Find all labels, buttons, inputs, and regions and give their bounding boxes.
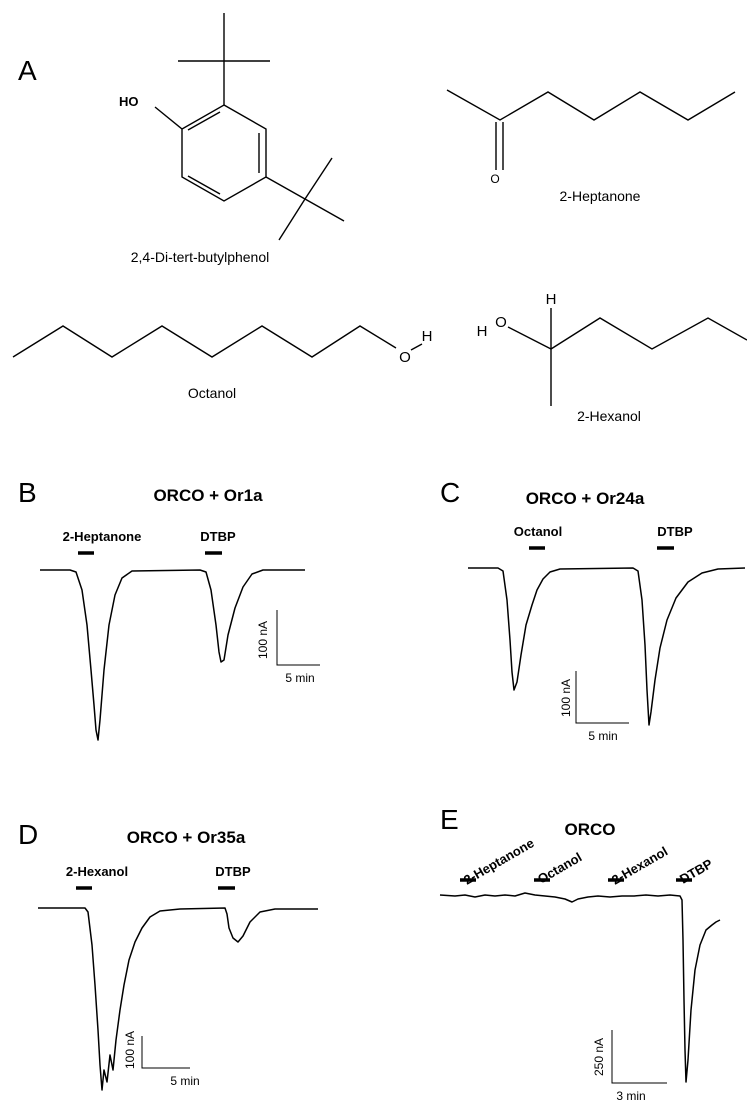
panel-e-scale-x: 3 min	[616, 1089, 645, 1103]
panel-c-stim-2: DTBP	[657, 524, 693, 539]
dtbp-structure	[154, 13, 345, 241]
panel-b-scale-x: 5 min	[285, 671, 314, 685]
panel-c-letter: C	[440, 477, 460, 508]
panel-b-title: ORCO + Or1a	[153, 486, 263, 505]
panel-d-stim-1: 2-Hexanol	[66, 864, 128, 879]
panel-d-stim-2: DTBP	[215, 864, 251, 879]
panel-d-scale-y: 100 nA	[123, 1031, 137, 1069]
panel-c-scale-x: 5 min	[588, 729, 617, 743]
octanol-name: Octanol	[188, 385, 236, 401]
panel-c-title: ORCO + Or24a	[526, 489, 645, 508]
panel-e-scale-y: 250 nA	[592, 1038, 606, 1076]
hexanol-atom-h-top: H	[546, 291, 557, 308]
panel-b-stim-2: DTBP	[200, 529, 236, 544]
panel-d-title: ORCO + Or35a	[127, 828, 246, 847]
panel-d-scale-x: 5 min	[170, 1074, 199, 1088]
octanol-structure	[12, 325, 423, 358]
panel-c-scale-bar	[575, 671, 629, 724]
panel-d-scale-bar	[141, 1036, 190, 1069]
hexanol-atom-o: O	[495, 314, 507, 331]
heptanone-name: 2-Heptanone	[560, 188, 641, 204]
panel-c-stim-1: Octanol	[514, 524, 562, 539]
panel-b-scale-bar	[276, 610, 320, 666]
panel-d-letter: D	[18, 819, 38, 850]
panel-e-letter: E	[440, 804, 459, 835]
panel-e-scale-bar	[611, 1030, 667, 1084]
panel-e-stim-4: DTBP	[677, 856, 715, 887]
dtbp-atom-ho: HO	[119, 94, 139, 109]
panel-b-letter: B	[18, 477, 37, 508]
panel-b-stim-1: 2-Heptanone	[63, 529, 142, 544]
hexanol-structure	[507, 308, 747, 406]
octanol-atom-o: O	[399, 349, 411, 366]
heptanone-structure	[446, 89, 736, 170]
hexanol-atom-h: H	[477, 323, 488, 340]
panel-c-trace	[468, 567, 746, 726]
hexanol-name: 2-Hexanol	[577, 408, 641, 424]
octanol-atom-h: H	[422, 328, 433, 345]
heptanone-atom-o: O	[490, 172, 499, 186]
dtbp-name: 2,4-Di-tert-butylphenol	[131, 249, 270, 265]
panel-b-trace	[40, 569, 305, 741]
panel-e-trace	[439, 892, 721, 1083]
panel-a-letter: A	[18, 55, 37, 86]
panel-d-trace	[38, 907, 318, 1091]
panel-e-title: ORCO	[565, 820, 616, 839]
panel-b-scale-y: 100 nA	[256, 621, 270, 659]
panel-c-scale-y: 100 nA	[559, 679, 573, 717]
